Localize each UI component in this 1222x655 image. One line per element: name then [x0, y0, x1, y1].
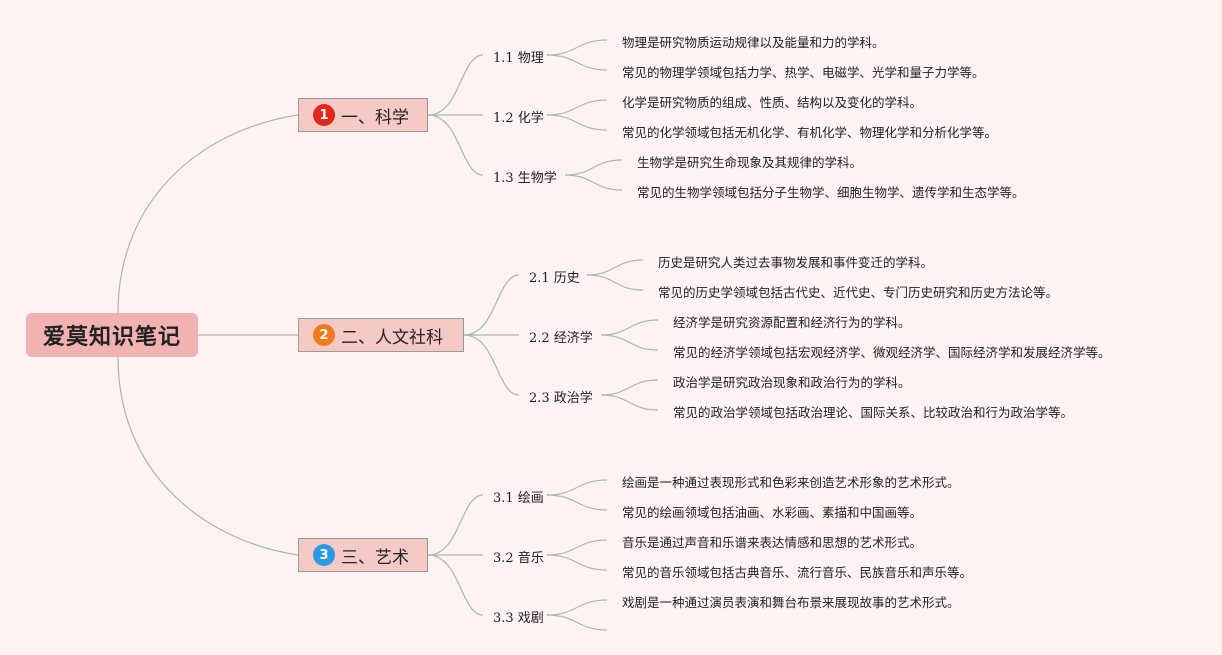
leaf-node[interactable]: 物理是研究物质运动规律以及能量和力的学科。 [622, 35, 885, 50]
leaf-node[interactable]: 经济学是研究资源配置和经济行为的学科。 [673, 315, 911, 330]
leaf-node[interactable]: 常见的化学领域包括无机化学、有机化学、物理化学和分析化学等。 [622, 125, 998, 140]
leaf-node[interactable]: 历史是研究人类过去事物发展和事件变迁的学科。 [658, 255, 934, 270]
connector-sub-leaf [586, 259, 644, 276]
root-label: 爱莫知识笔记 [42, 325, 181, 350]
root-node[interactable]: 爱莫知识笔记 [26, 313, 198, 357]
connector-sub-leaf [546, 614, 608, 631]
connector-main-sub [427, 554, 484, 616]
sub-node-physics[interactable]: 1.1 物理 [493, 51, 544, 66]
connector-sub-leaf [546, 599, 608, 616]
connector-sub-leaf [600, 379, 659, 396]
leaf-node[interactable]: 生物学是研究生命现象及其规律的学科。 [637, 155, 863, 170]
connector-sub-leaf [546, 39, 608, 56]
connector-sub-leaf [546, 114, 608, 131]
connector-root-science [117, 114, 299, 314]
number-badge-icon: 3 [313, 544, 335, 566]
leaf-node[interactable]: 绘画是一种通过表现形式和色彩来创造艺术形象的艺术形式。 [622, 475, 960, 490]
main-node-science[interactable]: 1 一、科学 [298, 98, 428, 132]
number-badge-icon: 2 [313, 324, 335, 346]
connector-sub-leaf [600, 319, 659, 336]
connector-sub-leaf [546, 539, 608, 556]
main-node-label: 三、艺术 [341, 547, 409, 568]
connector-main-sub [427, 114, 484, 176]
leaf-node[interactable]: 常见的历史学领域包括古代史、近代史、专门历史研究和历史方法论等。 [658, 285, 1059, 300]
connector-sub-leaf [546, 479, 608, 496]
connector-main-sub [463, 334, 520, 396]
connector-sub-leaf [546, 54, 608, 71]
sub-node-painting[interactable]: 3.1 绘画 [493, 491, 544, 506]
leaf-node[interactable]: 常见的经济学领域包括宏观经济学、微观经济学、国际经济学和发展经济学等。 [673, 345, 1111, 360]
leaf-node[interactable]: 化学是研究物质的组成、性质、结构以及变化的学科。 [622, 95, 923, 110]
leaf-node[interactable]: 常见的生物学领域包括分子生物学、细胞生物学、遗传学和生态学等。 [637, 185, 1025, 200]
leaf-node[interactable]: 音乐是通过声音和乐谱来表达情感和思想的艺术形式。 [622, 535, 923, 550]
sub-node-music[interactable]: 3.2 音乐 [493, 551, 544, 566]
connector-sub-leaf [600, 394, 659, 411]
connector-sub-leaf [546, 99, 608, 116]
leaf-node[interactable]: 常见的音乐领域包括古典音乐、流行音乐、民族音乐和声乐等。 [622, 565, 973, 580]
connector-main-sub [463, 274, 520, 336]
connector-sub-leaf [546, 554, 608, 571]
leaf-node[interactable]: 常见的绘画领域包括油画、水彩画、素描和中国画等。 [622, 505, 923, 520]
leaf-node[interactable]: 政治学是研究政治现象和政治行为的学科。 [673, 375, 911, 390]
connector-sub-leaf [564, 159, 623, 176]
sub-node-economics[interactable]: 2.2 经济学 [529, 331, 593, 346]
sub-node-chemistry[interactable]: 1.2 化学 [493, 111, 544, 126]
connector-root-arts [117, 356, 299, 556]
main-node-label: 一、科学 [341, 107, 409, 128]
sub-node-biology[interactable]: 1.3 生物学 [493, 171, 557, 186]
main-node-label: 二、人文社科 [341, 327, 443, 348]
connector-sub-leaf [586, 274, 644, 291]
connector-sub-leaf [564, 174, 623, 191]
sub-node-history[interactable]: 2.1 历史 [529, 271, 580, 286]
main-node-humanities[interactable]: 2 二、人文社科 [298, 318, 464, 352]
leaf-node[interactable]: 常见的物理学领域包括力学、热学、电磁学、光学和量子力学等。 [622, 65, 985, 80]
connector-sub-leaf [546, 494, 608, 511]
connector-sub-leaf [600, 334, 659, 351]
connector-main-sub [427, 494, 484, 556]
number-badge-icon: 1 [313, 104, 335, 126]
main-node-arts[interactable]: 3 三、艺术 [298, 538, 428, 572]
connector-main-sub [427, 54, 484, 116]
leaf-node[interactable]: 常见的政治学领域包括政治理论、国际关系、比较政治和行为政治学等。 [673, 405, 1074, 420]
sub-node-drama[interactable]: 3.3 戏剧 [493, 611, 544, 626]
sub-node-politics[interactable]: 2.3 政治学 [529, 391, 593, 406]
leaf-node[interactable]: 戏剧是一种通过演员表演和舞台布景来展现故事的艺术形式。 [622, 595, 960, 610]
